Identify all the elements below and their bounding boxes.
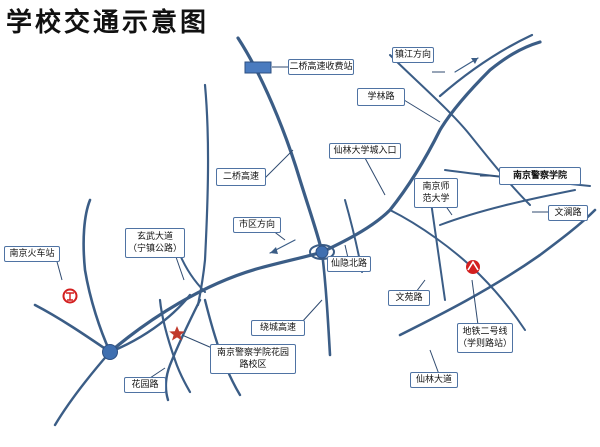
label-city-direction: 市区方向 xyxy=(233,217,281,233)
label-xianlin-entrance: 仙林大学城入口 xyxy=(329,143,401,159)
ring-highway-line xyxy=(320,250,332,357)
southeast-road-line xyxy=(389,209,526,331)
label-xianyin-north: 仙隐北路 xyxy=(327,256,371,272)
label-xuelin-road: 学林路 xyxy=(357,88,405,106)
west-road-b xyxy=(33,303,112,354)
label-erqiao-toll: 二桥高速收费站 xyxy=(288,59,354,75)
label-huayuan-road: 花园路 xyxy=(124,377,166,393)
leader-campus xyxy=(181,334,213,349)
label-academy: 南京警察学院 xyxy=(499,167,581,185)
label-campus-line2: 路校区 xyxy=(239,360,267,370)
wenyuan-road-line xyxy=(429,194,446,301)
huayuan-road-line xyxy=(164,298,202,402)
railway-station-icon xyxy=(62,288,78,304)
label-xuanwu-avenue: 玄武大道 （宁镇公路） xyxy=(125,228,185,258)
zhenjiang-arrowhead xyxy=(471,58,478,64)
label-metro-line2: （学则路站） xyxy=(458,339,513,349)
leader-huayuan xyxy=(149,367,166,379)
leader-entrance xyxy=(364,157,386,196)
toll-station-box xyxy=(244,61,272,74)
city-direction-arrowhead xyxy=(270,247,278,254)
label-nanshi: 南京师 范大学 xyxy=(414,178,458,208)
west-road-a xyxy=(82,198,112,354)
label-zhenjiang: 镇江方向 xyxy=(392,47,434,63)
label-xuanwu-line2: （宁镇公路） xyxy=(128,244,183,254)
label-xianlin-avenue: 仙林大道 xyxy=(410,372,458,388)
label-xuanwu-line1: 玄武大道 xyxy=(136,232,173,242)
west-junction-node xyxy=(102,344,118,360)
campus-star-icon xyxy=(169,326,185,341)
label-erqiao-highway: 二桥高速 xyxy=(216,168,266,186)
leader-xuelin xyxy=(403,99,441,123)
label-wenlan-road: 文澜路 xyxy=(548,205,588,221)
metro-station-icon xyxy=(466,260,480,274)
label-railway-station: 南京火车站 xyxy=(4,246,60,262)
label-nanshi-line1: 南京师 xyxy=(422,182,450,192)
road-network xyxy=(33,33,597,427)
xuanwu-avenue-line xyxy=(108,40,542,354)
campus-road-line xyxy=(158,298,192,394)
north-road-a xyxy=(196,83,210,307)
map-markers xyxy=(62,61,480,360)
wenlan-road-line xyxy=(439,189,576,226)
west-road-c xyxy=(53,350,112,427)
zhenjiang-road-line xyxy=(438,33,534,98)
label-metro: 地铁二号线 （学则路站） xyxy=(457,323,513,353)
label-metro-line1: 地铁二号线 xyxy=(462,327,508,337)
leader-erqiao xyxy=(264,149,294,179)
leader-metro xyxy=(471,279,479,326)
label-nanshi-line2: 范大学 xyxy=(422,194,450,204)
leader-xianyin xyxy=(344,244,349,259)
xianlin-avenue-line xyxy=(398,208,597,337)
label-ring-highway: 绕城高速 xyxy=(251,320,305,336)
leader-xuanwu xyxy=(175,256,185,281)
west-road-d xyxy=(108,293,192,354)
interchange-loop xyxy=(309,244,335,260)
leader-ring xyxy=(301,299,323,323)
label-campus-line1: 南京警察学院花园 xyxy=(216,348,289,358)
label-wenyuan-road: 文苑路 xyxy=(388,290,430,306)
map-title: 学校交通示意图 xyxy=(6,8,210,38)
label-campus: 南京警察学院花园 路校区 xyxy=(210,344,296,374)
interchange-node xyxy=(315,245,329,259)
